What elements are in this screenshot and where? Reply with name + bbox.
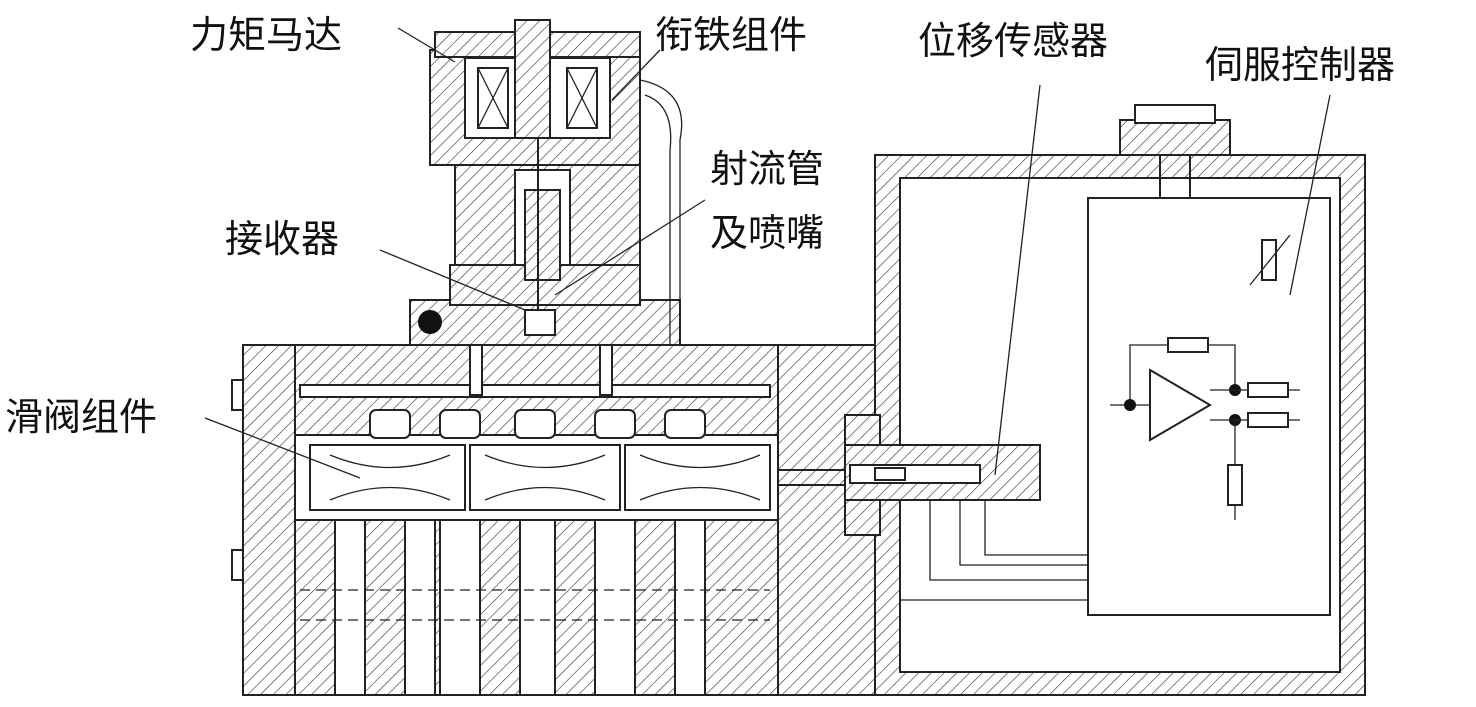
torque-motor — [429, 19, 683, 345]
label-spool-valve-assembly: 滑阀组件 — [5, 395, 158, 439]
nozzle-block — [409, 264, 681, 346]
label-armature-assembly: 衔铁组件 — [655, 13, 808, 57]
label-servo-controller: 伺服控制器 — [1205, 43, 1396, 87]
label-displacement-sensor: 位移传感器 — [918, 19, 1109, 63]
spool — [309, 444, 850, 511]
valve-body — [231, 344, 876, 696]
label-jet-pipe-line2: 及喷嘴 — [710, 211, 825, 255]
displacement-sensor — [844, 444, 1088, 601]
leader-lines — [204, 27, 1331, 479]
controller-board — [1087, 197, 1331, 616]
label-torque-motor: 力矩马达 — [190, 13, 343, 57]
label-jet-pipe-line1: 射流管 — [710, 147, 825, 191]
label-receiver: 接收器 — [225, 217, 340, 261]
